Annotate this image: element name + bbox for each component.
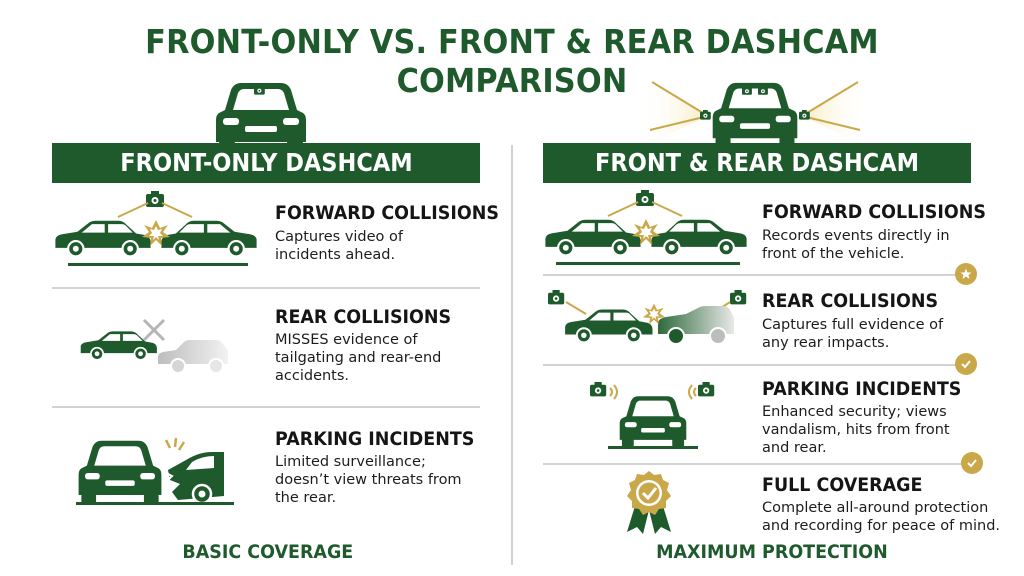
left-separator-2 bbox=[52, 406, 480, 408]
left-item-2-title: REAR COLLISIONS bbox=[275, 306, 452, 328]
check-badge-2 bbox=[961, 452, 983, 474]
front-only-car-icon bbox=[216, 83, 306, 152]
right-item-2-title: REAR COLLISIONS bbox=[762, 290, 939, 312]
left-item-3-desc: Limited surveillance;doesn’t view threat… bbox=[275, 454, 462, 506]
front-rear-header: FRONT & REAR DASHCAM bbox=[543, 143, 971, 183]
front-rear-header-label: FRONT & REAR DASHCAM bbox=[595, 148, 919, 177]
right-item-1-title: FORWARD COLLISIONS bbox=[762, 201, 986, 223]
left-footer: BASIC COVERAGE bbox=[182, 541, 354, 563]
right-footer: MAXIMUM PROTECTION bbox=[656, 541, 888, 563]
rear-collision-recorded-icon bbox=[548, 290, 747, 345]
right-separator-2 bbox=[543, 364, 961, 366]
right-item-4-title: FULL COVERAGE bbox=[762, 474, 923, 496]
forward-collision-icon bbox=[54, 191, 258, 266]
star-badge bbox=[955, 263, 977, 285]
center-divider bbox=[511, 145, 513, 565]
front-only-header: FRONT-ONLY DASHCAM bbox=[52, 143, 480, 183]
page-title: FRONT-ONLY VS. FRONT & REAR DASHCAM COMP… bbox=[145, 22, 879, 100]
left-item-3-title: PARKING INCIDENTS bbox=[275, 428, 475, 450]
check-icon bbox=[961, 360, 971, 369]
check-badge-1 bbox=[955, 353, 977, 375]
award-medal-icon bbox=[627, 471, 671, 534]
check-icon bbox=[967, 459, 977, 468]
left-item-1-title: FORWARD COLLISIONS bbox=[275, 202, 499, 224]
rear-collision-missed-icon bbox=[79, 318, 228, 374]
right-item-3-title: PARKING INCIDENTS bbox=[762, 378, 962, 400]
right-separator-1 bbox=[543, 274, 961, 276]
forward-collision-icon-right bbox=[544, 190, 748, 265]
star-icon bbox=[960, 268, 972, 279]
right-separator-3 bbox=[543, 463, 961, 465]
parking-damage-icon bbox=[76, 437, 234, 505]
left-separator-1 bbox=[52, 287, 480, 289]
front-rear-car-icon bbox=[640, 76, 870, 148]
parked-car-dual-camera-icon bbox=[590, 382, 715, 449]
front-only-header-label: FRONT-ONLY DASHCAM bbox=[119, 148, 413, 177]
